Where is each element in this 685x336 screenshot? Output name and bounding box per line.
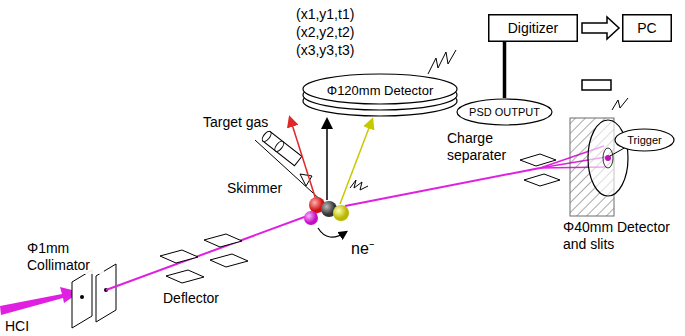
electron-arrow xyxy=(318,228,346,237)
collimator-label: Φ1mm Collimator xyxy=(26,240,104,274)
flash-mark xyxy=(350,180,368,190)
fragment-path xyxy=(290,118,316,200)
node-text: PC xyxy=(637,20,656,36)
flash-mark xyxy=(612,98,628,110)
data-flow-arrow xyxy=(582,17,619,39)
coordinate-label: (x2,y2,t2) xyxy=(295,24,355,41)
fragment-path xyxy=(340,120,372,204)
coordinate-label: (x1,y1,t1) xyxy=(295,6,355,23)
beam-label: HCI xyxy=(4,318,30,335)
detector-40mm xyxy=(588,120,628,196)
skimmer-label: Skimmer xyxy=(226,180,283,197)
separator-label: Charge separater xyxy=(446,130,520,164)
coordinate-label: (x3,y3,t3) xyxy=(295,42,355,59)
ion-beam xyxy=(345,168,540,206)
psd-output: PSD OUTPUT xyxy=(456,98,553,126)
digitizer-box: Digitizer xyxy=(488,14,578,42)
ion-sphere xyxy=(304,211,318,225)
detector-disc: Φ120mm Detector xyxy=(302,72,458,118)
flash-mark xyxy=(428,50,456,74)
charge-separator-plates xyxy=(520,154,560,186)
ion-sphere xyxy=(333,205,349,221)
hci-beam-arrow xyxy=(0,287,80,315)
detector-label: Φ40mm Detector and slits xyxy=(562,219,682,253)
fragment-path xyxy=(326,120,328,200)
electron-label: ne⁻ xyxy=(350,240,375,257)
node-text: Digitizer xyxy=(508,20,559,36)
node-text: Trigger xyxy=(627,134,661,146)
deflector-plates xyxy=(160,234,248,283)
target-gas-label: Target gas xyxy=(202,114,269,131)
ion-beam xyxy=(106,212,318,290)
pc-box: PC xyxy=(622,14,672,42)
data-flow-arrow xyxy=(582,80,611,90)
node-text: PSD OUTPUT xyxy=(469,106,540,118)
node-text: Φ120mm Detector xyxy=(327,83,433,98)
deflector-label: Deflector xyxy=(162,290,220,307)
collimator-plate xyxy=(72,270,92,328)
trigger-ellipse: Trigger xyxy=(614,128,675,152)
signal-cable xyxy=(503,42,507,98)
